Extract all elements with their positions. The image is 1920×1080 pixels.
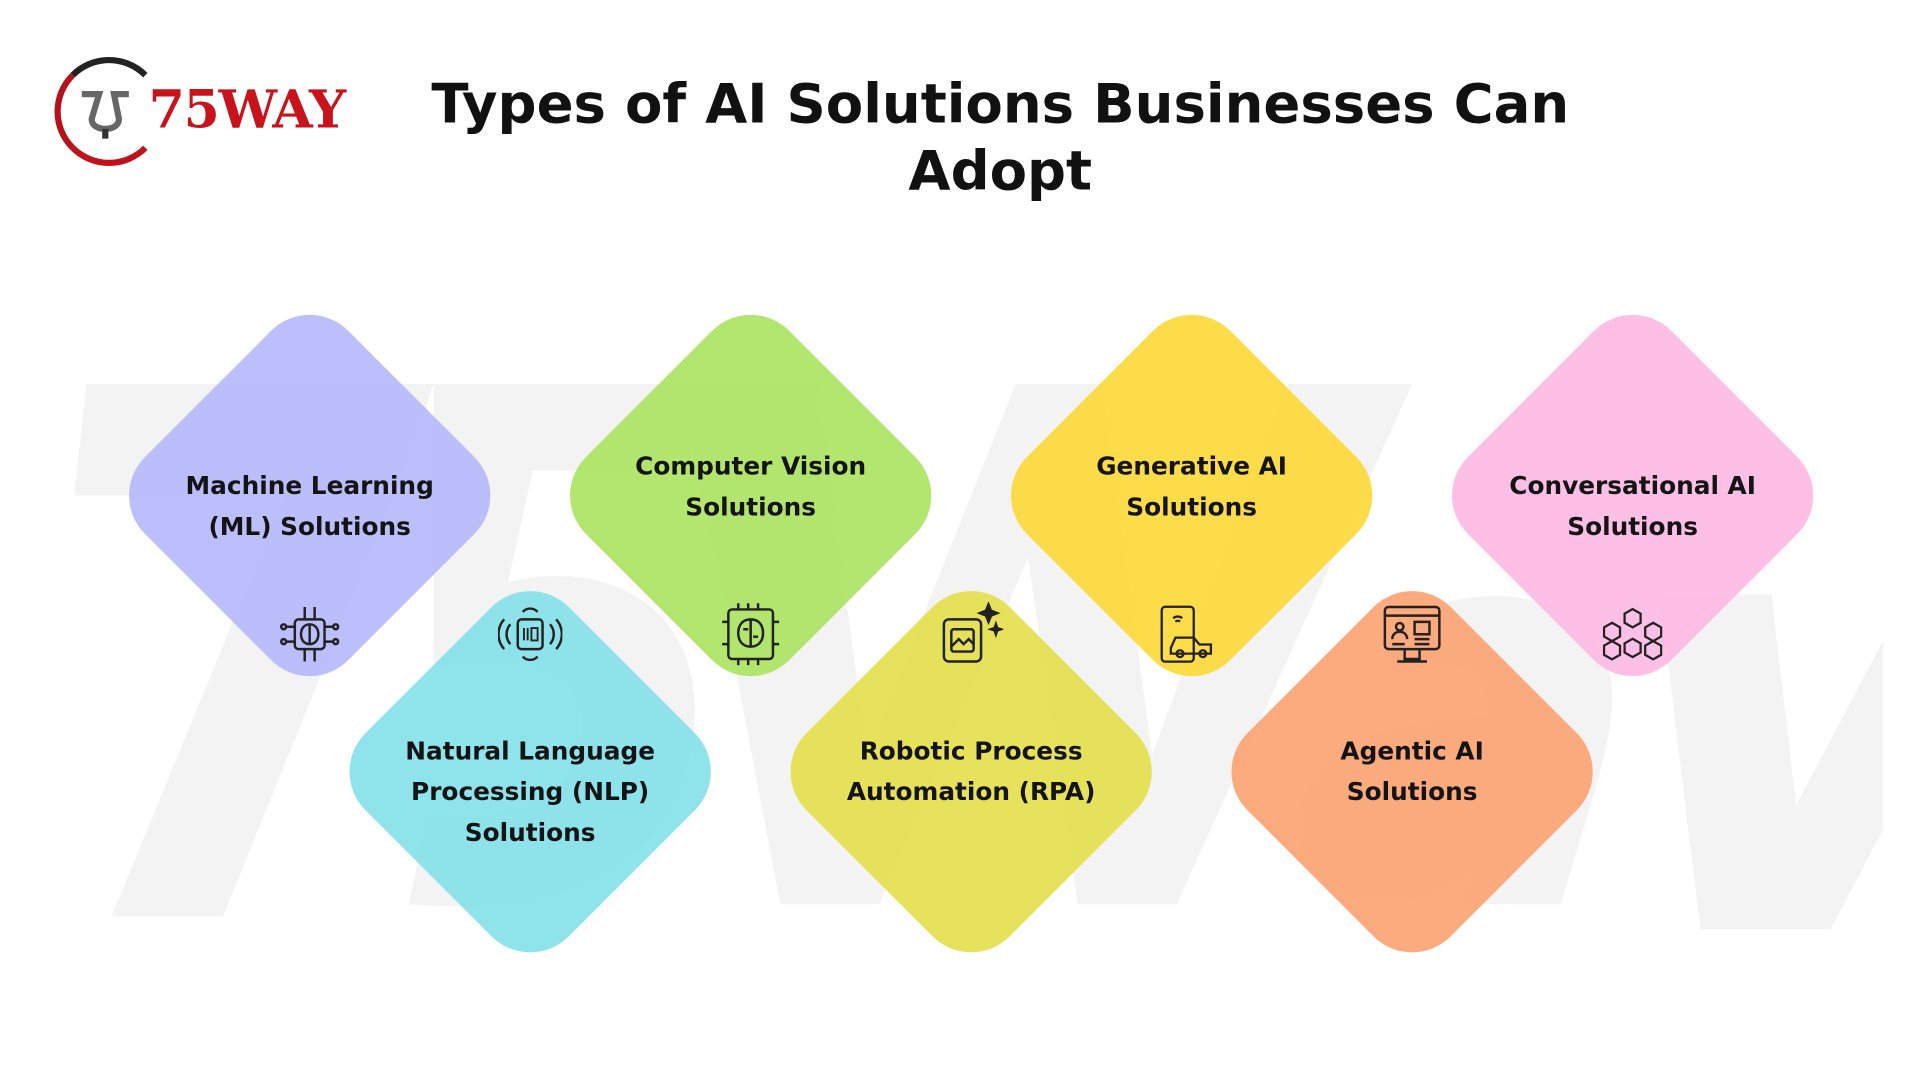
brain-circuit-icon — [279, 602, 340, 666]
smart-car-phone-icon — [1159, 602, 1218, 666]
label-generative: Generative AI Solutions — [1096, 450, 1288, 522]
logo: 75WAY — [54, 56, 352, 166]
logo-ring — [54, 56, 164, 166]
label-conversational: Conversational AI Solutions — [1509, 470, 1756, 542]
logo-mark — [79, 89, 131, 139]
ai-image-sparkle-icon — [939, 601, 1005, 666]
label-agentic: Agentic AI Solutions — [1340, 735, 1484, 807]
dashboard-monitor-icon — [1382, 602, 1441, 666]
iot-chip-icon — [497, 602, 564, 666]
blockchain-cubes-icon — [1602, 602, 1663, 666]
label-ml: Machine Learning (ML) Solutions — [185, 470, 434, 542]
brain-chip-icon — [721, 602, 780, 666]
label-rpa: Robotic Process Automation (RPA) — [846, 735, 1096, 807]
page-title: Types of AI Solutions Businesses Can Ado… — [431, 73, 1570, 204]
label-cv: Computer Vision Solutions — [635, 450, 867, 522]
logo-text: 75WAY — [148, 79, 346, 140]
label-nlp: Natural Language Processing (NLP) Soluti… — [405, 735, 656, 848]
